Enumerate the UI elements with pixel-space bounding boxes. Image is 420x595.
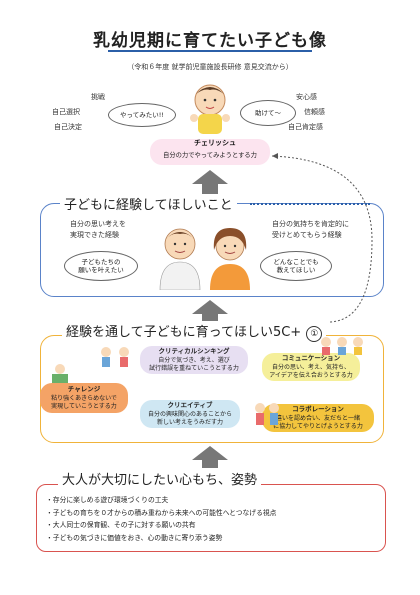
- word-challenge: 挑戦: [91, 93, 105, 101]
- creative-pill: クリエイティブ 自分の興味関心のあることから 新しい考えをうみだす力: [140, 400, 240, 428]
- communication-line1: 自分の思い、考え、気持ち、: [271, 363, 350, 371]
- fivec-heading: 経験を通して子どもに育ってほしい5C+: [66, 325, 302, 340]
- communication-line2: アイデアを伝え合おうとする力: [269, 371, 353, 379]
- plus-one-mark: ①: [306, 326, 323, 342]
- page-subtitle: （令和６年度 就学前児童施設長研修 意見交流から）: [127, 63, 293, 71]
- challenge-title: チャレンジ: [67, 385, 101, 394]
- challenge-line2: 実現していこうとする力: [51, 402, 117, 410]
- experience-heading: 子どもに経験してほしいこと: [64, 198, 233, 213]
- list-item: 子どもの気づきに価値をおき、心の動きに寄り添う姿勢: [46, 532, 276, 545]
- creative-line1: 自分の興味関心のあることから: [147, 410, 232, 418]
- up-arrow-icon: [192, 446, 228, 460]
- experience-left-line2: 実現できた経験: [70, 231, 119, 240]
- creative-line2: 新しい考えをうみだす力: [156, 418, 223, 426]
- adult-heading-wrap: 大人が大切にしたい心もち、姿勢: [58, 469, 262, 488]
- collaboration-pill: コラボレーション 違いを認め合い、友だちと一緒 に協力してやりとげようとする力: [262, 404, 374, 432]
- adult-heading: 大人が大切にしたい心もち、姿勢: [62, 473, 258, 488]
- heading-dotted-line: [250, 203, 370, 207]
- critical-thinking-pill: クリティカルシンキング 自分で気づき、考え、選び 試行錯誤を重ねていこうとする力: [140, 346, 248, 374]
- child-illustration: [190, 84, 230, 134]
- challenge-pill: チャレンジ 粘り強くあきらめないで 実現していこうとする力: [40, 383, 128, 413]
- creative-title: クリエイティブ: [167, 401, 213, 410]
- bubble-text: やってみたい!!: [120, 110, 164, 119]
- experience-left-line1: 自分の思い考えを: [70, 220, 126, 228]
- adults-illustration: [159, 228, 250, 290]
- up-arrow-stem: [202, 314, 218, 322]
- up-arrow-icon: [192, 300, 228, 314]
- up-arrow-stem: [202, 184, 218, 194]
- kids-talking-illustration: [321, 337, 363, 355]
- cherish-title: チェリッシュ: [194, 139, 236, 147]
- word-self-esteem: 自己肯定感: [288, 123, 323, 131]
- kid-reading-illustration: [52, 364, 68, 383]
- adult-attitude-list: 存分に楽しめる遊び環境づくりの工夫 子どもの育ちを０才からの積み重ねから未来への…: [46, 494, 277, 545]
- feedback-dotted-curve: [271, 153, 373, 323]
- bubble-line: 教えてほしい: [276, 266, 316, 274]
- critical-title: クリティカルシンキング: [158, 347, 230, 356]
- title-underline: [108, 50, 312, 52]
- bubble-line: どんなことでも: [273, 257, 319, 266]
- kids-together-illustration: [255, 403, 279, 425]
- experience-right-line2: 受けとめてもらう経験: [272, 231, 342, 240]
- communication-pill: コミュニケーション 自分の思い、考え、気持ち、 アイデアを伝え合おうとする力: [262, 353, 360, 381]
- word-trust: 信頼感: [304, 108, 325, 116]
- bubble-text: 助けて～: [255, 108, 281, 117]
- speech-bubble-adult-right: どんなことでも 教えてほしい: [260, 251, 332, 281]
- speech-bubble-want-to-try: やってみたい!!: [108, 103, 176, 127]
- collaboration-line2: に協力してやりとげようとする力: [273, 422, 363, 430]
- cherish-box: [150, 139, 270, 165]
- fivec-heading-wrap: 経験を通して子どもに育ってほしい5C+ ①: [62, 321, 327, 342]
- list-item: 大人同士の保育観、その子に対する願いの共有: [46, 519, 276, 532]
- list-item: 子どもの育ちを０才からの積み重ねから未来への可能性へとつなげる視点: [46, 507, 277, 520]
- collaboration-title: コラボレーション: [292, 405, 344, 414]
- up-arrow-icon: [192, 170, 228, 184]
- list-item: 存分に楽しめる遊び環境づくりの工夫: [46, 494, 276, 507]
- kids-playing-illustration: [101, 347, 129, 367]
- bubble-text: 子どもたちの 願いを叶えたい: [78, 258, 124, 275]
- speech-bubble-adult-left: 子どもたちの 願いを叶えたい: [64, 251, 138, 281]
- collaboration-line1: 違いを認め合い、友だちと一緒: [275, 414, 360, 422]
- bubble-line: 願いを叶えたい: [78, 266, 124, 274]
- communication-title: コミュニケーション: [281, 354, 341, 363]
- word-self-choice: 自己選択: [52, 108, 80, 116]
- up-arrow-stem: [202, 460, 218, 468]
- critical-line1: 自分で気づき、考え、選び: [158, 356, 230, 364]
- bubble-line: 子どもたちの: [81, 257, 121, 266]
- experience-heading-wrap: 子どもに経験してほしいこと: [60, 194, 237, 213]
- experience-left-text: 自分の思い考えを 実現できた経験: [70, 219, 126, 241]
- speech-bubble-help: 助けて～: [240, 100, 296, 126]
- bubble-text: どんなことでも 教えてほしい: [273, 258, 318, 275]
- page-title: 乳幼児期に育てたい子ども像: [93, 31, 327, 51]
- word-security: 安心感: [296, 93, 317, 101]
- cherish-text: 自分の力でやってみようとする力: [163, 152, 257, 159]
- experience-right-line1: 自分の気持ちを肯定的に: [272, 220, 349, 228]
- experience-right-text: 自分の気持ちを肯定的に 受けとめてもらう経験: [272, 219, 349, 241]
- word-self-decision: 自己決定: [54, 123, 82, 131]
- challenge-line1: 粘り強くあきらめないで: [51, 394, 117, 402]
- critical-line2: 試行錯誤を重ねていこうとする力: [149, 364, 239, 372]
